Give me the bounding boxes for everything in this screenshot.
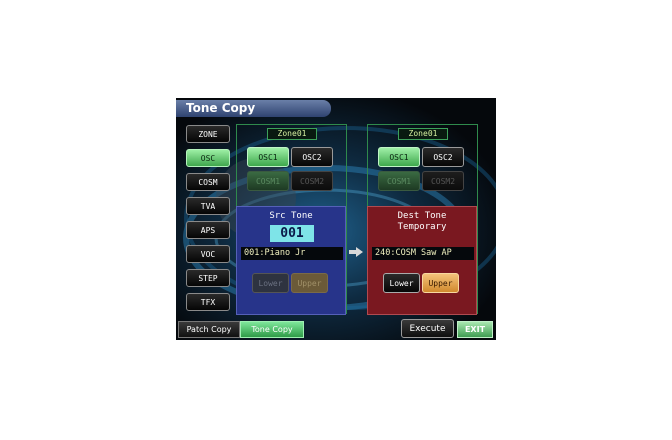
- src-tone-title: Src Tone: [269, 211, 313, 221]
- dest-tone-subtitle: Temporary: [397, 222, 447, 232]
- tone-copy-tab[interactable]: Tone Copy: [240, 321, 304, 338]
- dest-tone-box: Dest Tone Temporary 240:COSM Saw AP Lowe…: [367, 206, 477, 315]
- source-cosm2-button[interactable]: COSM2: [291, 171, 333, 191]
- dest-osc1-button[interactable]: OSC1: [378, 147, 420, 167]
- window-title: Tone Copy: [186, 101, 256, 115]
- sidebar-item-step[interactable]: STEP: [186, 269, 230, 287]
- sidebar-item-aps[interactable]: APS: [186, 221, 230, 239]
- src-lower-button[interactable]: Lower: [252, 273, 289, 293]
- sidebar-item-tfx[interactable]: TFX: [186, 293, 230, 311]
- dest-tone-title: Dest Tone: [397, 211, 447, 221]
- destination-panel: Zone01 OSC1 OSC2 COSM1 COSM2: [367, 124, 478, 314]
- dest-zone-label: Zone01: [398, 128, 448, 140]
- sidebar-item-cosm[interactable]: COSM: [186, 173, 230, 191]
- dest-tone-name: 240:COSM Saw AP: [372, 247, 474, 260]
- dest-upper-button[interactable]: Upper: [422, 273, 459, 293]
- source-tone-box: Src Tone 001 001:Piano Jr Lower Upper: [236, 206, 346, 315]
- execute-button[interactable]: Execute: [401, 319, 454, 338]
- src-tone-number[interactable]: 001: [270, 225, 314, 242]
- sidebar-item-zone[interactable]: ZONE: [186, 125, 230, 143]
- sidebar-item-tva[interactable]: TVA: [186, 197, 230, 215]
- dest-lower-button[interactable]: Lower: [383, 273, 420, 293]
- title-bar: Tone Copy: [176, 100, 331, 117]
- patch-copy-tab[interactable]: Patch Copy: [178, 321, 240, 338]
- dest-osc2-button[interactable]: OSC2: [422, 147, 464, 167]
- source-panel: Zone01 OSC1 OSC2 COSM1 COSM2: [236, 124, 347, 314]
- source-osc2-button[interactable]: OSC2: [291, 147, 333, 167]
- arrow-right-icon: [349, 247, 363, 257]
- exit-button[interactable]: EXIT: [457, 321, 493, 338]
- source-osc1-button[interactable]: OSC1: [247, 147, 289, 167]
- sidebar-item-osc[interactable]: OSC: [186, 149, 230, 167]
- source-cosm1-button[interactable]: COSM1: [247, 171, 289, 191]
- tone-copy-screen: Tone Copy ZONE OSC COSM TVA APS VOC STEP…: [176, 98, 496, 340]
- dest-cosm2-button[interactable]: COSM2: [422, 171, 464, 191]
- source-zone-label: Zone01: [267, 128, 317, 140]
- dest-cosm1-button[interactable]: COSM1: [378, 171, 420, 191]
- sidebar-item-voc[interactable]: VOC: [186, 245, 230, 263]
- src-tone-name: 001:Piano Jr: [241, 247, 343, 260]
- src-upper-button[interactable]: Upper: [291, 273, 328, 293]
